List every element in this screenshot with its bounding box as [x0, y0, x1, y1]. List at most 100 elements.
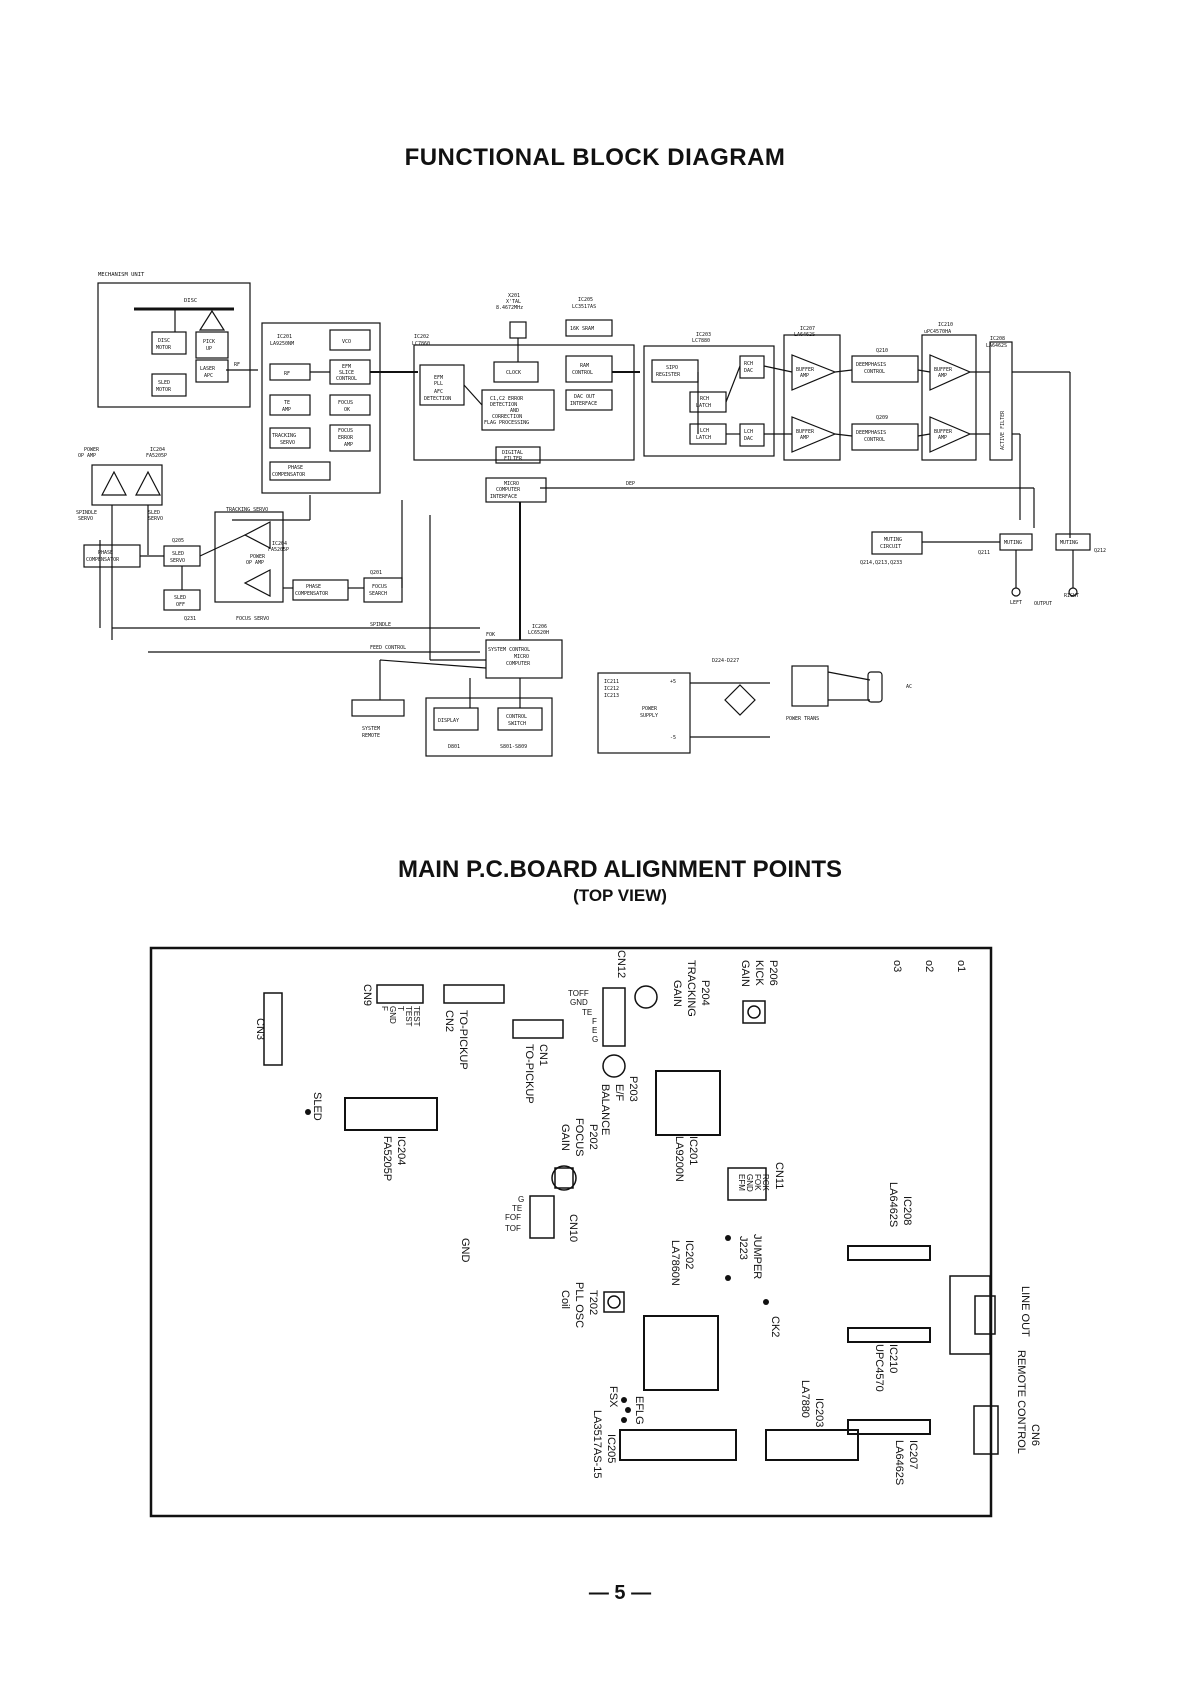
label-efm-slice-3: CONTROL — [336, 376, 357, 382]
label-afc-2: DETECTION — [424, 396, 451, 402]
label-system-control-1: SYSTEM CONTROL — [488, 647, 530, 653]
label-ic206-part: LC6520H — [528, 630, 549, 636]
label-efm-slice-1: EFM — [342, 364, 351, 370]
label-line-out: LINE OUT — [1019, 1286, 1031, 1337]
label-sled-off-2: OFF — [176, 602, 185, 608]
label-disc-motor-1: DISC — [158, 338, 170, 344]
label-rf-block: RF — [284, 371, 290, 377]
label-ic207: IC207 — [800, 326, 815, 332]
label-sled-off-1: SLED — [174, 595, 186, 601]
label-xtal: X'TAL — [506, 299, 521, 305]
label-spindle-servo-2: SERVO — [78, 516, 93, 522]
label-digital-filter-1: DIGITAL — [502, 450, 523, 456]
board-outline — [149, 946, 993, 1518]
label-phase-comp-2: COMPENSATOR — [272, 472, 306, 478]
label-lch-latch-2: LATCH — [696, 435, 711, 441]
label-c1c2-5: FLAG PROCESSING — [484, 420, 529, 426]
label-power-op-amp-mid-2: OP AMP — [246, 560, 264, 566]
label-te-amp-1: TE — [284, 400, 290, 406]
label-muting-circuit-1: MUTING — [884, 537, 902, 543]
label-minus5: -5 — [670, 735, 676, 741]
label-cn2-sub: TO-PICKUP — [457, 1010, 469, 1070]
label-phase-comp-mid-2: COMPENSATOR — [295, 591, 329, 597]
label-disc-motor-2: MOTOR — [156, 345, 172, 351]
label-cn9-pin-gnd: GND — [388, 1006, 397, 1024]
label-focus-ok-2: OK — [344, 407, 350, 413]
label-ic205-part: LA3517AS-15 — [591, 1410, 603, 1479]
label-ic210-part: uPC4570HA — [924, 329, 951, 335]
label-q211: Q211 — [978, 550, 990, 556]
label-rf-signal: RF — [234, 362, 240, 368]
page-number: — 5 — — [588, 1582, 652, 1604]
label-cn11-pin-fok: FOK — [753, 1174, 762, 1191]
label-p204: P204 — [699, 980, 711, 1006]
label-ic205-part: LC3517AS — [572, 304, 596, 310]
label-cn10-pin-tof: TOF — [505, 1224, 521, 1233]
label-dep: DEP — [626, 481, 635, 487]
label-cn2: CN2 — [443, 1010, 455, 1032]
board-title: MAIN P.C.BOARD ALIGNMENT POINTS — [397, 856, 842, 883]
label-rch-latch-2: LATCH — [696, 403, 711, 409]
label-focus-ok-1: FOCUS — [338, 400, 353, 406]
label-pickup-1: PICK — [203, 339, 215, 345]
label-ram-control-2: CONTROL — [572, 370, 593, 376]
label-cn11-pin-efm: EFM — [737, 1174, 746, 1191]
label-ic204-mid: IC204 — [272, 541, 287, 547]
label-ic210: IC210 — [887, 1344, 899, 1373]
label-ic203-part: LA7880 — [799, 1380, 811, 1418]
label-cn3: CN3 — [254, 1018, 266, 1040]
label-power-supply-2: SUPPLY — [640, 713, 658, 719]
label-micro-interface-2: COMPUTER — [496, 487, 521, 493]
label-system-remote-2: REMOTE — [362, 733, 380, 739]
label-ic208: IC208 — [901, 1196, 913, 1225]
label-focus-error-1: FOCUS — [338, 428, 353, 434]
label-sled-motor-2: MOTOR — [156, 387, 172, 393]
label-cn10-pin-fof: FOF — [505, 1213, 521, 1222]
label-p203-ef: E/F — [613, 1084, 625, 1101]
label-muting-transistors: Q214,Q213,Q233 — [860, 560, 902, 566]
label-phase-comp-mid-1: PHASE — [306, 584, 321, 590]
label-ic201: IC201 — [687, 1136, 699, 1165]
label-spindle-servo-1: SPINDLE — [76, 510, 97, 516]
label-tracking-servo-1: TRACKING — [272, 433, 296, 439]
label-cn9-pin-test2: TEST — [412, 1006, 421, 1027]
label-cn12-pin-f: F — [592, 1017, 597, 1026]
label-xtal-freq: 8.4672MHz — [496, 305, 523, 311]
label-cn9-pin-f: F — [380, 1006, 389, 1011]
label-ic203: IC203 — [813, 1398, 825, 1427]
label-o3: o3 — [891, 960, 903, 972]
label-eflg: EFLG — [633, 1396, 645, 1425]
label-feed-control: FEED CONTROL — [370, 645, 406, 651]
label-p203: P203 — [627, 1076, 639, 1102]
label-system-control-2: MICRO — [514, 654, 529, 660]
label-active-filter: ACTIVE FILTER — [1000, 410, 1006, 450]
label-focus-error-3: AMP — [344, 442, 353, 448]
label-q212: Q212 — [1094, 548, 1106, 554]
label-efm-pll-2: PLL — [434, 381, 443, 387]
label-rch-dac-1: RCH — [744, 361, 753, 367]
label-ic204-top: IC204 — [150, 447, 165, 453]
label-power-op-amp-mid-1: POWER — [250, 554, 266, 560]
label-sled-servo-box-2: SERVO — [170, 558, 185, 564]
label-d801: D801 — [448, 744, 460, 750]
label-diodes: D224-D227 — [712, 658, 739, 664]
label-ic206: IC206 — [532, 624, 547, 630]
label-cn10-pin-te: TE — [512, 1204, 522, 1213]
label-ic210: IC210 — [938, 322, 953, 328]
label-ic202: IC202 — [414, 334, 429, 340]
label-buffer-3a: BUFFER — [934, 367, 953, 373]
label-cn11-pin-rck: RCK — [761, 1174, 770, 1192]
label-dac-out-2: INTERFACE — [570, 401, 597, 407]
label-ic201: IC201 — [277, 334, 292, 340]
label-x201: X201 — [508, 293, 520, 299]
label-c1c2-4: CORRECTION — [492, 414, 522, 420]
label-q231: Q231 — [184, 616, 196, 622]
label-focus-servo: FOCUS SERVO — [236, 616, 269, 622]
label-ram-control-1: RAM — [580, 363, 589, 369]
label-deemph-2a: DEEMPHASIS — [856, 430, 886, 436]
label-buffer-2b: AMP — [800, 435, 809, 441]
label-ic204-top-part: FA5205P — [146, 453, 167, 459]
label-muting-circuit-2: CIRCUIT — [880, 544, 901, 550]
label-t202: T202 — [587, 1290, 599, 1315]
label-efm-slice-2: SLICE — [339, 370, 354, 376]
